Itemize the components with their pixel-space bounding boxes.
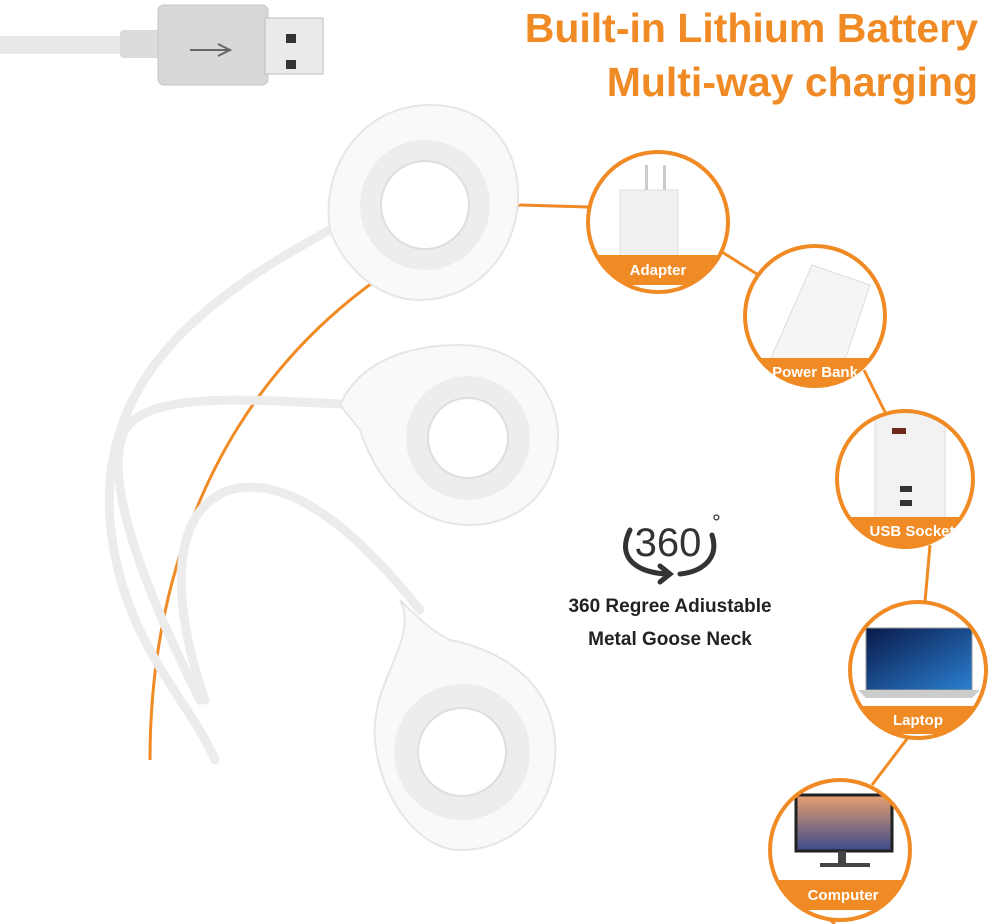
headline-line-2: Multi-way charging (606, 59, 978, 105)
source-label: Laptop (893, 712, 943, 729)
lamp-cables (104, 225, 425, 765)
source-label: USB Socket (869, 523, 954, 540)
badge-degree: ° (712, 510, 721, 535)
caption-line-1: 360 Regree Adiustable (568, 596, 772, 617)
usb-plug (0, 4, 324, 86)
source-label: Power Bank (772, 364, 859, 381)
source-power-bank: Power Bank (743, 244, 887, 388)
lamp-head-middle (338, 343, 560, 527)
source-label: Computer (808, 887, 879, 904)
source-label: Adapter (630, 262, 687, 279)
lamp-head-bottom (373, 599, 557, 852)
source-usb-socket: USB Socket (835, 409, 975, 549)
connector-lines (519, 203, 932, 924)
rotation-360-icon: 360 ° (623, 510, 721, 585)
caption-line-2: Metal Goose Neck (588, 629, 752, 650)
source-laptop: Laptop (848, 600, 988, 740)
headline-line-1: Built-in Lithium Battery (524, 5, 978, 51)
lamp-head-top (327, 103, 520, 302)
source-adapter: Adapter (586, 150, 730, 294)
badge-text: 360 (635, 521, 702, 565)
source-computer: Computer (768, 778, 912, 922)
